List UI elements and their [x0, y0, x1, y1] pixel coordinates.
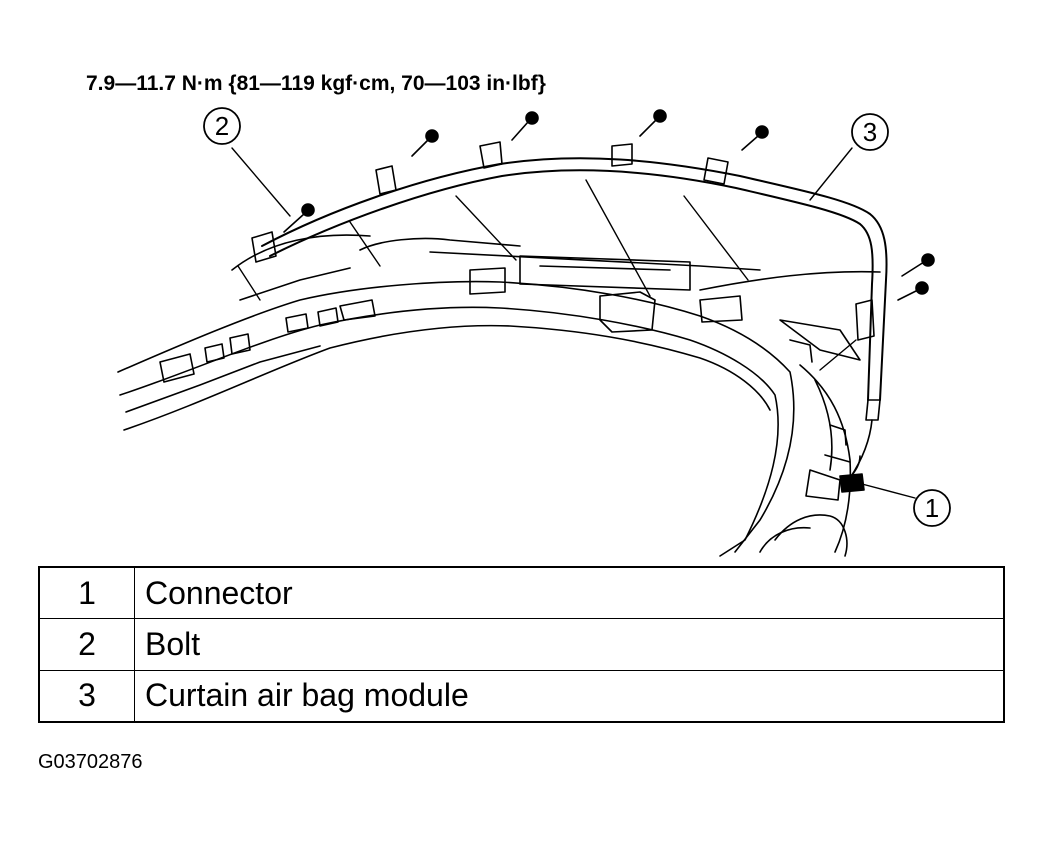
bolt-icon: [639, 109, 667, 137]
legend-label: Bolt: [134, 618, 1005, 671]
bolt-icon: [511, 111, 539, 141]
legend-number: 1: [38, 566, 135, 620]
legend-number: 2: [38, 618, 135, 671]
callout-3: 3: [851, 113, 889, 151]
mounting-tabs: [251, 141, 875, 341]
callout-2-number: 2: [215, 111, 229, 141]
torque-specification: 7.9—11.7 N·m {81—119 kgf·cm, 70—103 in·l…: [86, 72, 546, 95]
legend-label: Curtain air bag module: [134, 669, 1005, 723]
table-row: 2 Bolt: [38, 618, 1005, 671]
vehicle-body-outline: [117, 234, 881, 557]
leader-lines: [231, 147, 916, 499]
table-row: 3 Curtain air bag module: [38, 669, 1005, 723]
bolt-icon: [283, 203, 315, 233]
callout-3-number: 3: [863, 117, 877, 147]
legend-label: Connector: [134, 566, 1005, 620]
bolt-icon: [897, 281, 929, 301]
curtain-airbag-illustration: 2 3 1: [117, 107, 951, 557]
bolt-icon: [411, 129, 439, 157]
legend-number: 3: [38, 669, 135, 723]
parts-legend-table: 1 Connector 2 Bolt 3 Curtain air bag mod…: [38, 566, 1005, 723]
bolt-icon: [741, 125, 769, 151]
callout-2: 2: [203, 107, 241, 145]
callout-1-number: 1: [925, 493, 939, 523]
bolt-icon: [901, 253, 935, 277]
connector: [839, 455, 865, 493]
figure-code: G03702876: [38, 751, 143, 773]
callout-1: 1: [913, 489, 951, 527]
table-row: 1 Connector: [38, 566, 1005, 620]
bolts: [283, 109, 935, 301]
